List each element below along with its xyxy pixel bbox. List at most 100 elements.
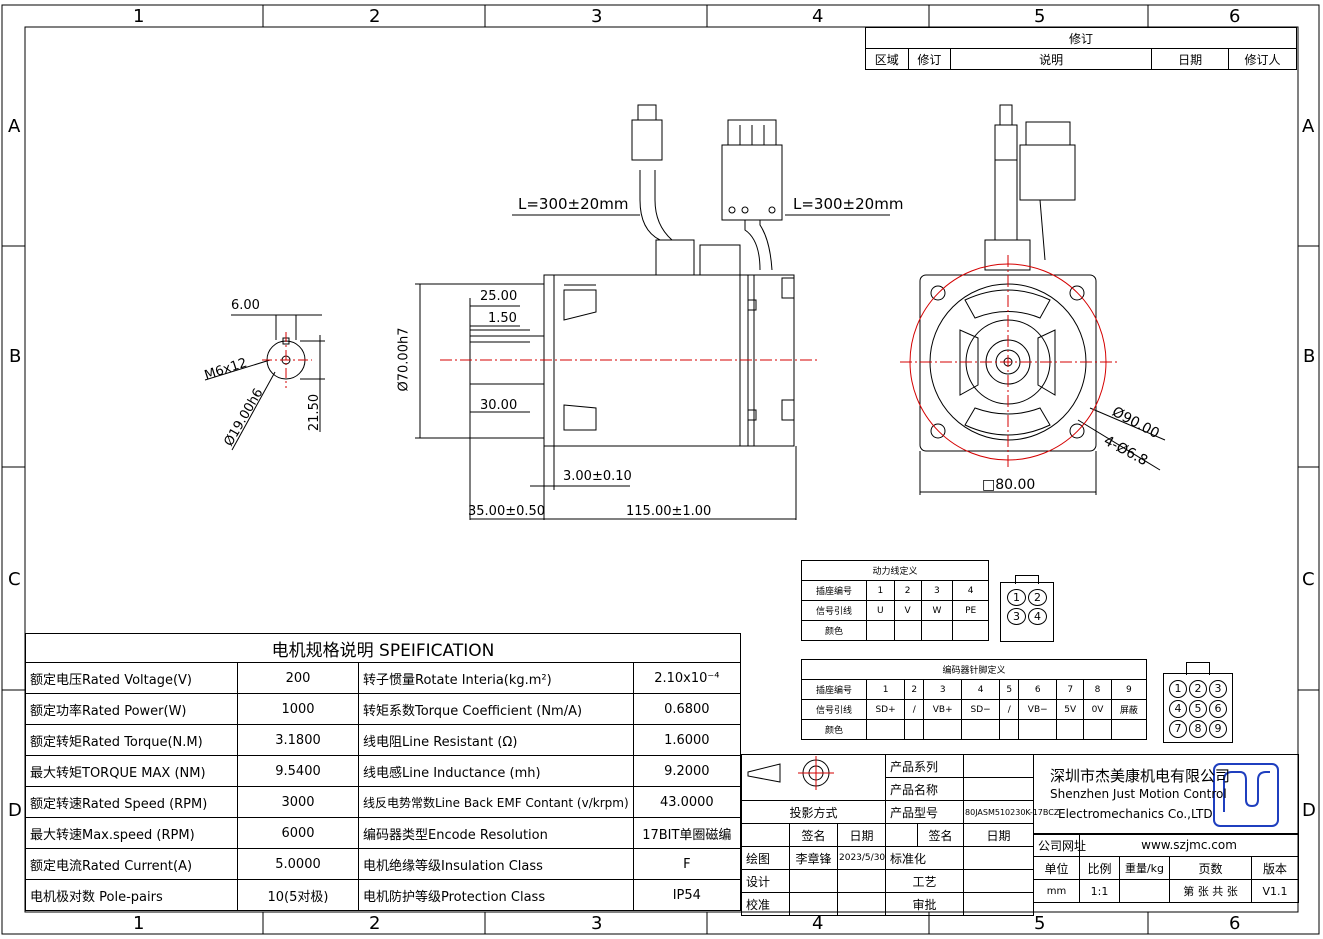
encoder-cell: 8	[1083, 679, 1112, 700]
revision-header-reviser: 修订人	[1228, 48, 1297, 70]
shaft-end-view	[204, 314, 325, 451]
spec-value: 3000	[237, 786, 359, 818]
spec-value: F	[632, 848, 742, 880]
projection-label: 投影方式	[741, 800, 886, 824]
encoder-cell	[1056, 719, 1085, 740]
power-cell: U	[866, 600, 895, 621]
power-wire-table: 动力线定义 插座编号 1 2 3 4 信号引线 U V W PE 颜色	[801, 560, 989, 641]
pin: 5	[1189, 700, 1207, 718]
encoder-cell: VB+	[923, 699, 963, 720]
power-cell	[920, 620, 954, 641]
spec-value: IP54	[632, 879, 742, 911]
power-row-label: 插座编号	[801, 580, 867, 601]
weight-label: 重量/kg	[1119, 856, 1170, 880]
dim-shaft-width: 6.00	[231, 298, 260, 313]
power-cell: 4	[952, 580, 989, 601]
encoder-row-label: 信号引线	[801, 699, 867, 720]
pin: 7	[1169, 720, 1187, 738]
encoder-cell: /	[999, 699, 1020, 720]
unit-value: mm	[1033, 879, 1080, 903]
pin: 9	[1209, 720, 1227, 738]
encoder-cell	[1018, 719, 1058, 740]
spec-value: 17BIT单圈磁编	[632, 817, 742, 849]
product-series-value	[963, 754, 1035, 778]
pin: 2	[1028, 589, 1047, 606]
spec-value: 1000	[237, 693, 359, 725]
dim-cable-right: L=300±20mm	[793, 195, 904, 213]
zone-col-2-top: 2	[369, 6, 381, 27]
pin: 3	[1007, 608, 1026, 625]
company-name-cn: 深圳市杰美康机电有限公司	[1050, 767, 1231, 785]
spec-value: 6000	[237, 817, 359, 849]
power-cell	[866, 620, 895, 641]
pin: 2	[1189, 680, 1207, 698]
power-cell: 1	[866, 580, 895, 601]
date-label-2: 日期	[963, 823, 1035, 847]
spec-value: 5.0000	[237, 848, 359, 880]
encoder-cell: 0V	[1083, 699, 1112, 720]
encoder-cell	[961, 719, 1001, 740]
encoder-connector: 1 2 3 4 5 6 7 8 9	[1163, 662, 1233, 743]
version-value: V1.1	[1250, 879, 1300, 903]
dim-flange-square: □80.00	[982, 477, 1036, 493]
power-row-label: 颜色	[801, 620, 867, 641]
zone-row-d-left: D	[8, 800, 22, 821]
encoder-cell	[865, 719, 906, 740]
zone-col-5-top: 5	[1034, 6, 1046, 27]
approve-label: 审批	[884, 892, 965, 916]
revision-title: 修订	[865, 27, 1297, 49]
pin: 1	[1169, 680, 1187, 698]
zone-row-c-right: C	[1302, 569, 1315, 590]
zone-col-6-bottom: 6	[1229, 913, 1241, 934]
spec-value: 10(5对极)	[237, 879, 359, 911]
date-label: 日期	[837, 823, 886, 847]
revision-header-rev: 修订	[907, 48, 952, 70]
zone-col-6-top: 6	[1229, 6, 1241, 27]
revision-header-area: 区域	[865, 48, 909, 70]
company-name-en-2: Electromechanics Co.,LTD	[1058, 807, 1213, 821]
power-connector: 1 2 3 4	[1000, 575, 1054, 642]
zone-col-3-bottom: 3	[591, 913, 603, 934]
dim-key-offset: 1.50	[488, 311, 517, 326]
spec-value: 1.6000	[632, 724, 742, 756]
motor-side-view	[415, 104, 890, 520]
spec-value: 3.1800	[237, 724, 359, 756]
design-label: 设计	[741, 869, 790, 893]
product-name-label: 产品名称	[884, 777, 965, 801]
check-label: 校准	[741, 892, 790, 916]
drawn-date: 2023/5/30	[837, 846, 886, 870]
power-cell	[952, 620, 989, 641]
encoder-cell: 1	[865, 679, 906, 700]
encoder-table-title: 编码器针脚定义	[801, 659, 1147, 680]
encoder-row-label: 颜色	[801, 719, 867, 740]
spec-label: 电机防护等级Protection Class	[358, 879, 634, 911]
encoder-cell: 屏蔽	[1110, 699, 1148, 720]
process-label: 工艺	[884, 869, 965, 893]
website-label: 公司网址	[1033, 833, 1086, 857]
encoder-cell: SD−	[961, 699, 1001, 720]
pin: 1	[1007, 589, 1026, 606]
spec-label: 额定电流Rated Current(A)	[25, 848, 238, 880]
power-table-title: 动力线定义	[801, 560, 989, 581]
dim-body-length: 115.00±1.00	[626, 504, 712, 519]
spec-label: 线电阻Line Resistant (Ω)	[358, 724, 634, 756]
power-cell	[893, 620, 922, 641]
zone-row-c-left: C	[8, 569, 21, 590]
drawn-label: 绘图	[741, 846, 790, 870]
revision-header-date: 日期	[1151, 48, 1230, 70]
pin: 8	[1189, 720, 1207, 738]
connector-latch	[1186, 662, 1210, 675]
power-cell: 3	[920, 580, 954, 601]
version-label: 版本	[1250, 856, 1300, 880]
spec-table: 电机规格说明 SPEIFICATION 额定电压Rated Voltage(V)…	[25, 633, 742, 911]
spec-label: 最大转速Max.speed (RPM)	[25, 817, 238, 849]
spec-value: 0.6800	[632, 693, 742, 725]
zone-col-1-bottom: 1	[133, 913, 145, 934]
product-name-value	[963, 777, 1035, 801]
spec-value: 200	[237, 662, 359, 694]
spec-label: 最大转矩TORQUE MAX (NM)	[25, 755, 238, 787]
spec-label: 编码器类型Encode Resolution	[358, 817, 634, 849]
zone-col-4-bottom: 4	[812, 913, 824, 934]
sign-label: 签名	[789, 823, 838, 847]
zone-col-1-top: 1	[133, 6, 145, 27]
